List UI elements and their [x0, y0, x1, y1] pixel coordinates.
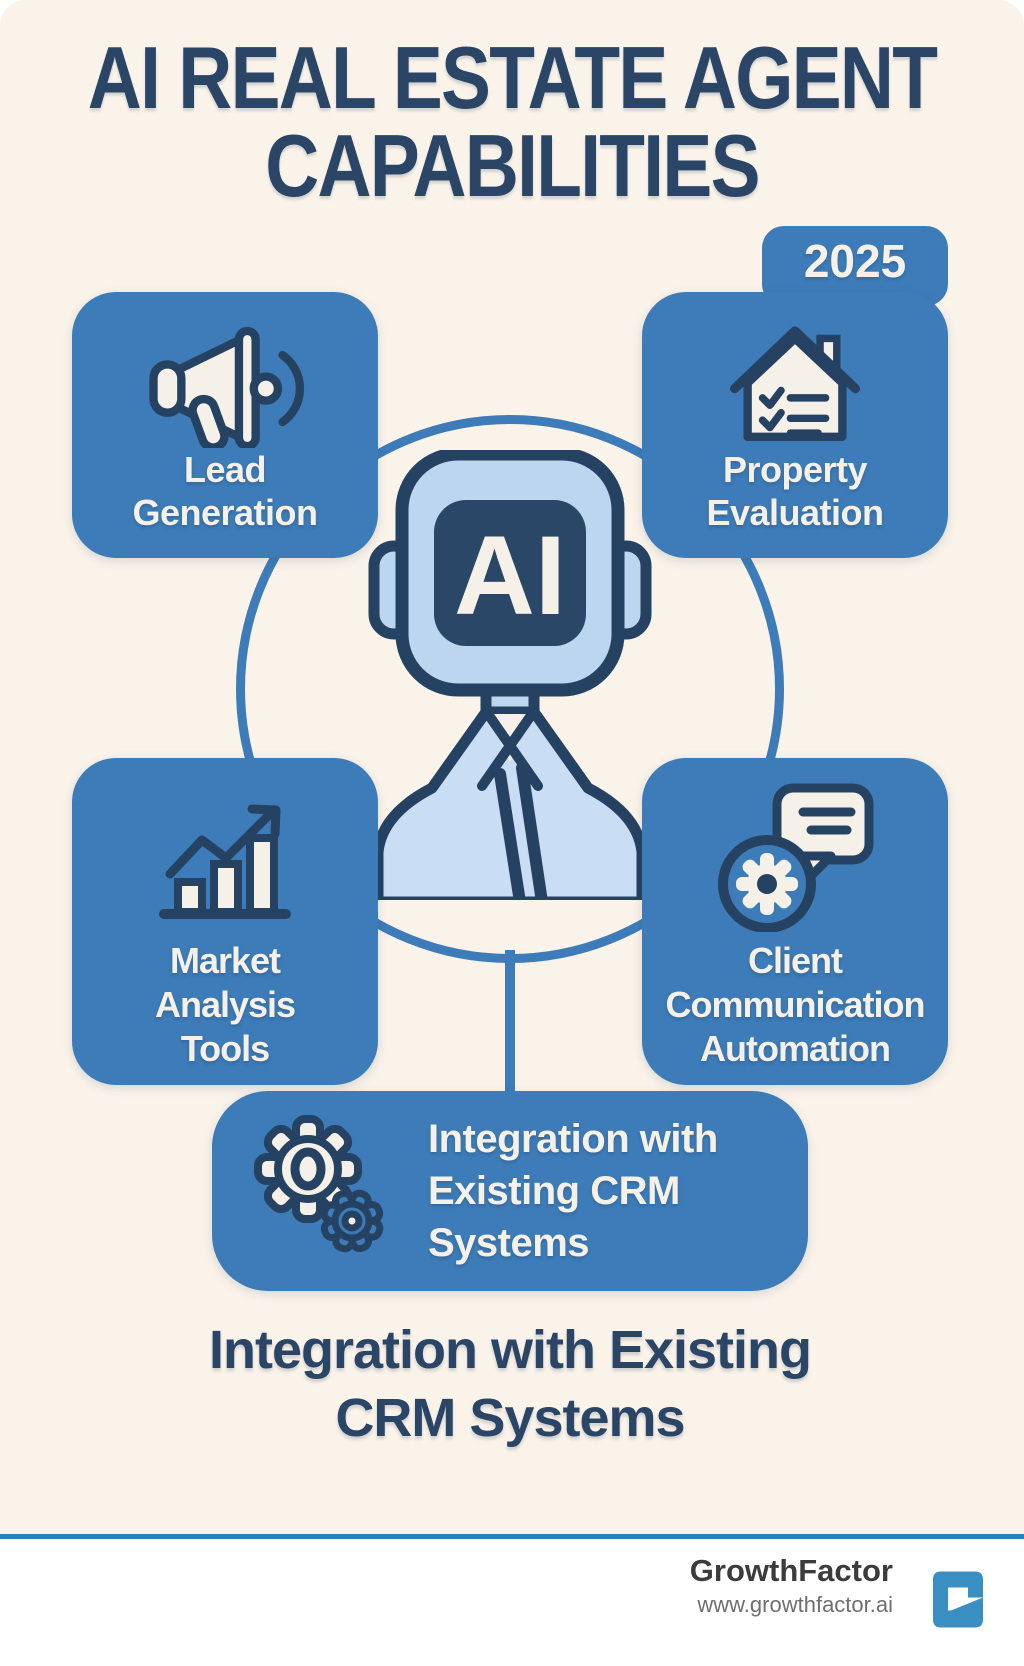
card-crm-integration: Integration with Existing CRM Systems: [212, 1091, 808, 1291]
footer-brand-block: GrowthFactor www.growthfactor.ai: [690, 1553, 893, 1621]
card-market-analysis: Market Analysis Tools: [72, 758, 378, 1085]
caption-line-1: Integration with Existing: [208, 1320, 812, 1380]
robot-icon: AI: [368, 450, 652, 900]
page-title: AI REAL ESTATE AGENT CAPABILITIES: [77, 34, 947, 210]
gears-icon: [254, 1115, 384, 1253]
hub-to-card-connector: [505, 950, 515, 1098]
title-line-1: AI REAL ESTATE AGENT: [87, 28, 938, 127]
card-client-communication: Client Communication Automation: [642, 758, 948, 1085]
footer: GrowthFactor www.growthfactor.ai: [0, 1539, 1024, 1666]
card-label: Property Evaluation: [706, 449, 884, 533]
growthfactor-logo-icon: [933, 1571, 983, 1628]
title-line-2: CAPABILITIES: [265, 116, 760, 215]
card-label: Client Communication Automation: [665, 940, 925, 1069]
bottom-caption: Integration with Existing CRM Systems: [0, 1316, 1020, 1452]
caption-line-2: CRM Systems: [335, 1388, 685, 1448]
card-label: Lead Generation: [132, 449, 318, 533]
robot-face-label: AI: [454, 513, 566, 638]
megaphone-icon: [149, 326, 305, 448]
card-lead-generation: Lead Generation: [72, 292, 378, 558]
chat-gear-icon: [718, 783, 874, 932]
brand-name: GrowthFactor: [689, 1553, 893, 1588]
card-label: Market Analysis Tools: [154, 940, 296, 1069]
footer-divider: [0, 1534, 1024, 1539]
ai-agent-illustration: AI: [340, 450, 680, 900]
house-checklist-icon: [730, 326, 860, 442]
bar-chart-icon: [159, 804, 291, 919]
brand-url: www.growthfactor.ai: [697, 1592, 893, 1617]
card-property-evaluation: Property Evaluation: [642, 292, 948, 558]
card-label: Integration with Existing CRM Systems: [428, 1117, 718, 1265]
